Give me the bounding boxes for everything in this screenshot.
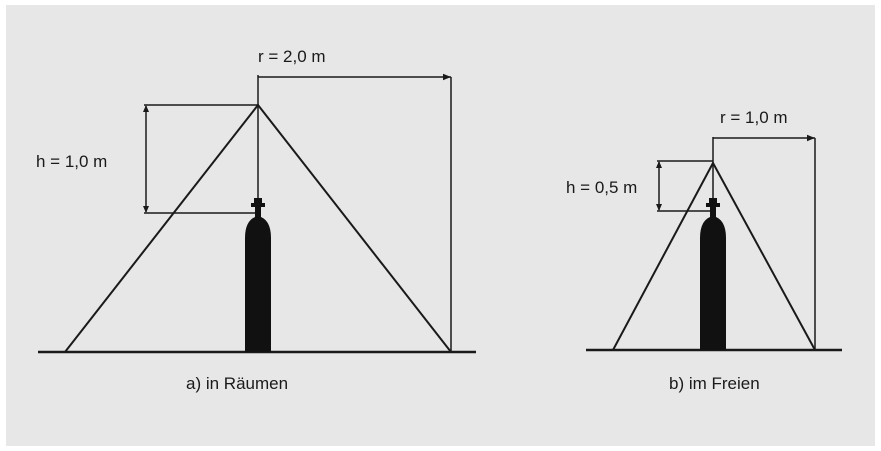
caption-b: b) im Freien (669, 374, 760, 393)
diagram-b: r = 1,0 m h = 0,5 m b) im Freien (566, 108, 842, 393)
height-arrow-bottom-b (656, 204, 662, 211)
gas-cylinder-a (245, 198, 271, 352)
height-arrow-bottom-a (143, 206, 149, 213)
caption-a: a) in Räumen (186, 374, 288, 393)
gas-cylinder-b (700, 198, 726, 350)
diagram-a: r = 2,0 m h = 1,0 m a) in Räumen (36, 47, 476, 393)
height-arrow-top-b (656, 161, 662, 168)
height-arrow-top-a (143, 105, 149, 112)
radius-label-b: r = 1,0 m (720, 108, 788, 127)
figure-panel (6, 5, 875, 446)
height-label-b: h = 0,5 m (566, 178, 637, 197)
height-label-a: h = 1,0 m (36, 152, 107, 171)
radius-label-a: r = 2,0 m (258, 47, 326, 66)
